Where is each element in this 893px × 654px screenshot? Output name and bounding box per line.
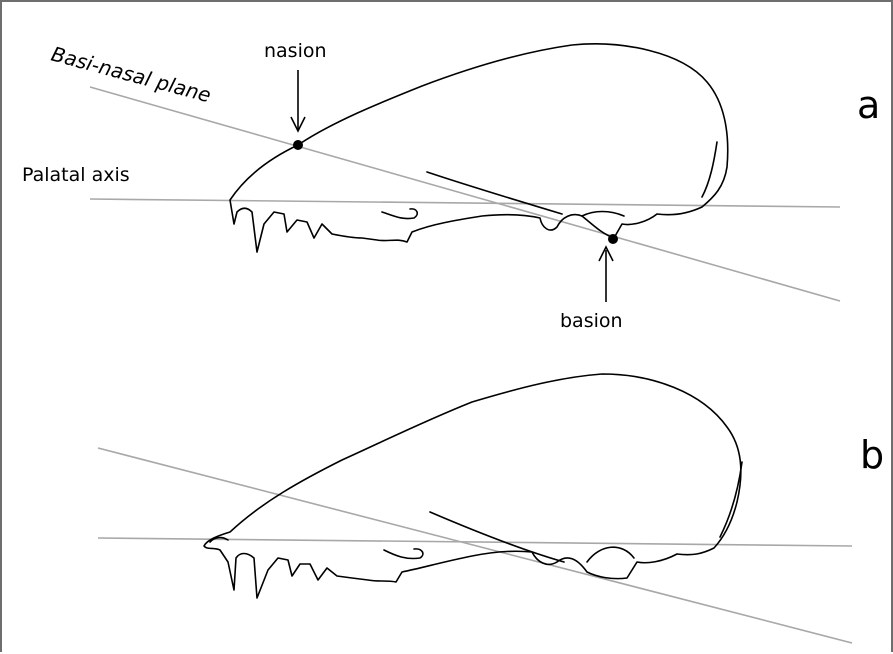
panel-b-letter: b	[860, 433, 884, 477]
palatal-axis-label: Palatal axis	[22, 164, 130, 186]
panel-b: b	[98, 374, 884, 643]
zygomatic-line-a	[427, 172, 562, 214]
nasion-label: nasion	[264, 40, 327, 62]
basi-nasal-plane-label: Basi-nasal plane	[49, 42, 214, 108]
basion-point	[608, 234, 618, 244]
palatal-axis-line-a	[90, 199, 840, 207]
nasion-point	[293, 140, 303, 150]
occipital-detail-a	[702, 142, 717, 197]
basion-label: basion	[560, 310, 623, 332]
basi-nasal-plane-line-a	[90, 87, 840, 301]
panel-a-letter: a	[857, 83, 880, 127]
bulla-detail-a	[582, 212, 624, 217]
orbit-detail-b	[384, 549, 423, 559]
panel-a: Basi-nasal plane nasion Palatal axis bas…	[22, 40, 880, 332]
bulla-detail-b	[587, 547, 634, 562]
occipital-detail-b	[720, 462, 742, 537]
zygomatic-line-b	[430, 512, 564, 562]
orbit-detail-a	[382, 209, 417, 219]
skull-outline-b	[204, 374, 741, 598]
